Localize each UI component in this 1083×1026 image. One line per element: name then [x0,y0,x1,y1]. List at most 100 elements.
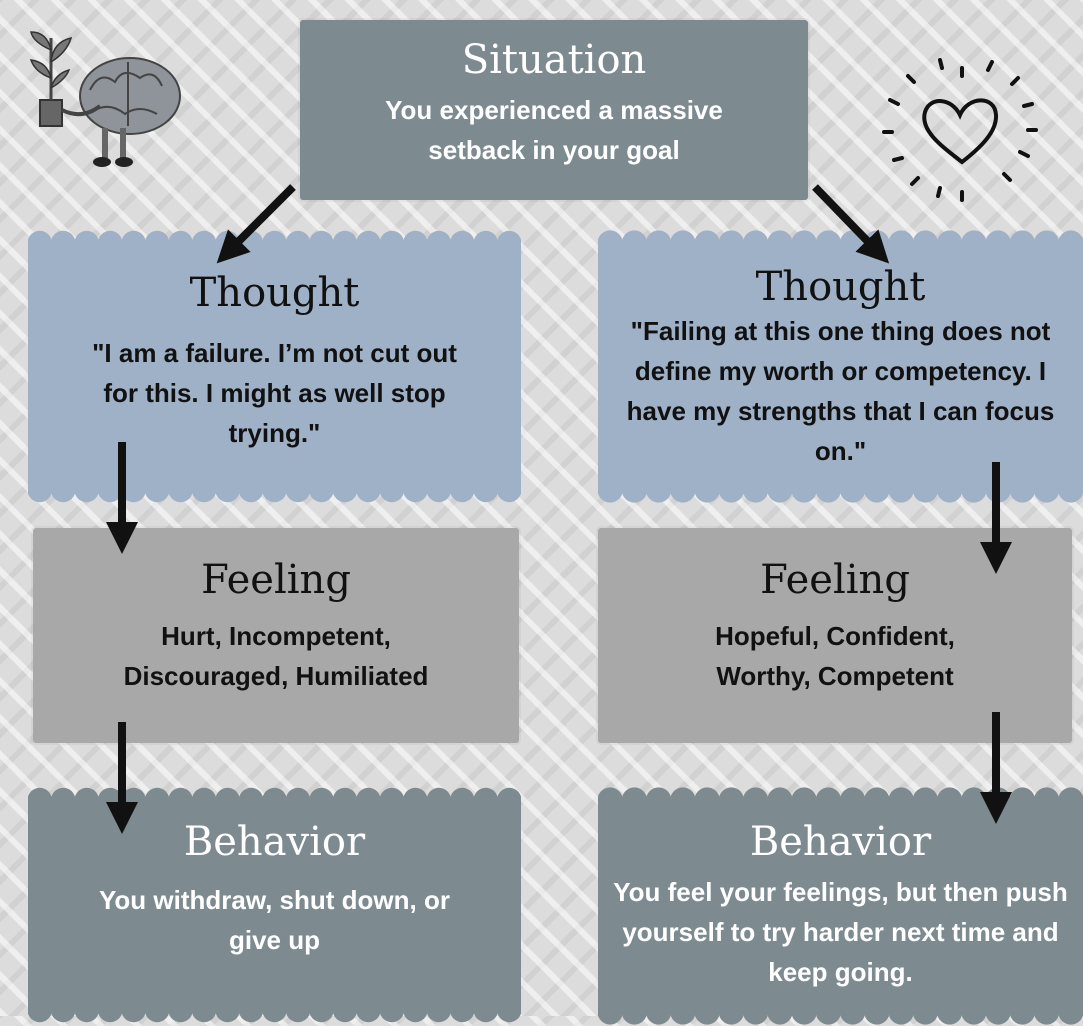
scallop-bump [473,477,499,503]
behavior-text-right: You feel your feelings, but then push yo… [613,877,1068,987]
scallop-bump [1058,999,1083,1025]
scallop-bump [912,787,938,813]
scallop-bump [815,999,841,1025]
scallop-bump [238,787,264,813]
scallop-bump [888,787,914,813]
scallop-bump [97,787,123,813]
scallop-bump [74,997,99,1023]
situation-title: Situation [461,37,647,83]
scallop-bump [50,230,76,256]
scallop-bump [598,999,623,1025]
scallop-bump [646,999,672,1025]
scallop-bump [426,230,452,256]
scallop-edge [598,477,1083,503]
scallop-bump [743,477,769,503]
scallop-bump [791,787,817,813]
behavior-title-right: Behavior [749,819,932,865]
scallop-bump [356,997,381,1023]
scallop-bump [191,477,217,503]
scallop-bump [840,477,866,503]
scallop-bump [694,787,720,813]
scallop-bump [888,999,914,1025]
scallop-bump [815,477,841,503]
scallop-bump [1034,477,1060,503]
scallop-bump [28,787,52,813]
scallop-bump [379,997,405,1023]
scallop-bump [718,230,744,256]
scallop-bump [191,997,217,1023]
scallop-bump [309,230,334,256]
behavior-text-left: You withdraw, shut down, or give up [99,885,450,955]
scallop-bump [888,477,914,503]
scallop-bump [215,477,240,503]
scallop-edge [598,230,1083,256]
scallop-bump [309,997,334,1023]
scallop-bump [285,230,311,256]
scallop-bump [262,997,287,1023]
scallop-bump [985,230,1011,256]
scallop-bump [74,787,99,813]
scallop-bump [1058,787,1083,813]
scallop-bump [121,477,146,503]
scallop-bump [450,230,475,256]
feeling-text-left: Hurt, Incompetent, Discouraged, Humiliat… [123,621,429,691]
scallop-edge [28,997,521,1023]
scallop-bump [74,230,99,256]
scallop-bump [985,787,1011,813]
scallop-bump [864,477,890,503]
scallop-bump [598,230,623,256]
scallop-bump [473,787,499,813]
feeling-text-right: Hopeful, Confident, Worthy, Competent [715,621,955,691]
scallop-bump [403,230,428,256]
feeling-box-right: Feeling Hopeful, Confident, Worthy, Comp… [598,528,1072,743]
scallop-bump [497,997,521,1023]
scallop-bump [332,997,358,1023]
scallop-bump [840,230,866,256]
scallop-bump [356,787,381,813]
behavior-box-left: Behavior You withdraw, shut down, or giv… [28,787,521,1023]
scallop-bump [791,230,817,256]
scallop-bump [426,997,452,1023]
scallop-bump [767,477,793,503]
scallop-bump [97,997,123,1023]
scallop-bump [840,787,866,813]
scallop-bump [864,999,890,1025]
scallop-bump [743,999,769,1025]
scallop-bump [144,477,170,503]
behavior-title-left: Behavior [183,819,366,865]
scallop-bump [912,999,938,1025]
heart-with-rays-icon [882,58,1038,202]
scallop-bump [426,477,452,503]
scallop-bump [718,787,744,813]
feeling-box-left: Feeling Hurt, Incompetent, Discouraged, … [33,528,519,743]
scallop-bump [168,997,193,1023]
scallop-bump [791,477,817,503]
scallop-bump [262,477,287,503]
scallop-bump [332,787,358,813]
thought-title-right: Thought [755,264,926,310]
behavior-box-right: Behavior You feel your feelings, but the… [598,787,1083,1025]
scallop-bump [985,477,1011,503]
situation-box: Situation You experienced a massive setb… [300,20,808,200]
scallop-bump [767,230,793,256]
scallop-bump [1009,787,1035,813]
scallop-bump [497,230,521,256]
scallop-bump [1034,787,1060,813]
scallop-bump [598,477,623,503]
scallop-bump [50,477,76,503]
scallop-edge [28,230,521,256]
scallop-bump [1009,230,1035,256]
scallop-bump [840,999,866,1025]
scallop-bump [262,230,287,256]
scallop-bump [646,477,672,503]
scallop-bump [144,230,170,256]
scallop-bump [356,477,381,503]
scallop-bump [815,230,841,256]
scallop-bump [815,787,841,813]
scallop-bump [332,230,358,256]
scallop-bump [937,230,963,256]
scallop-bump [74,477,99,503]
feeling-title-right: Feeling [760,557,910,603]
scallop-bump [426,787,452,813]
scallop-bump [450,787,475,813]
